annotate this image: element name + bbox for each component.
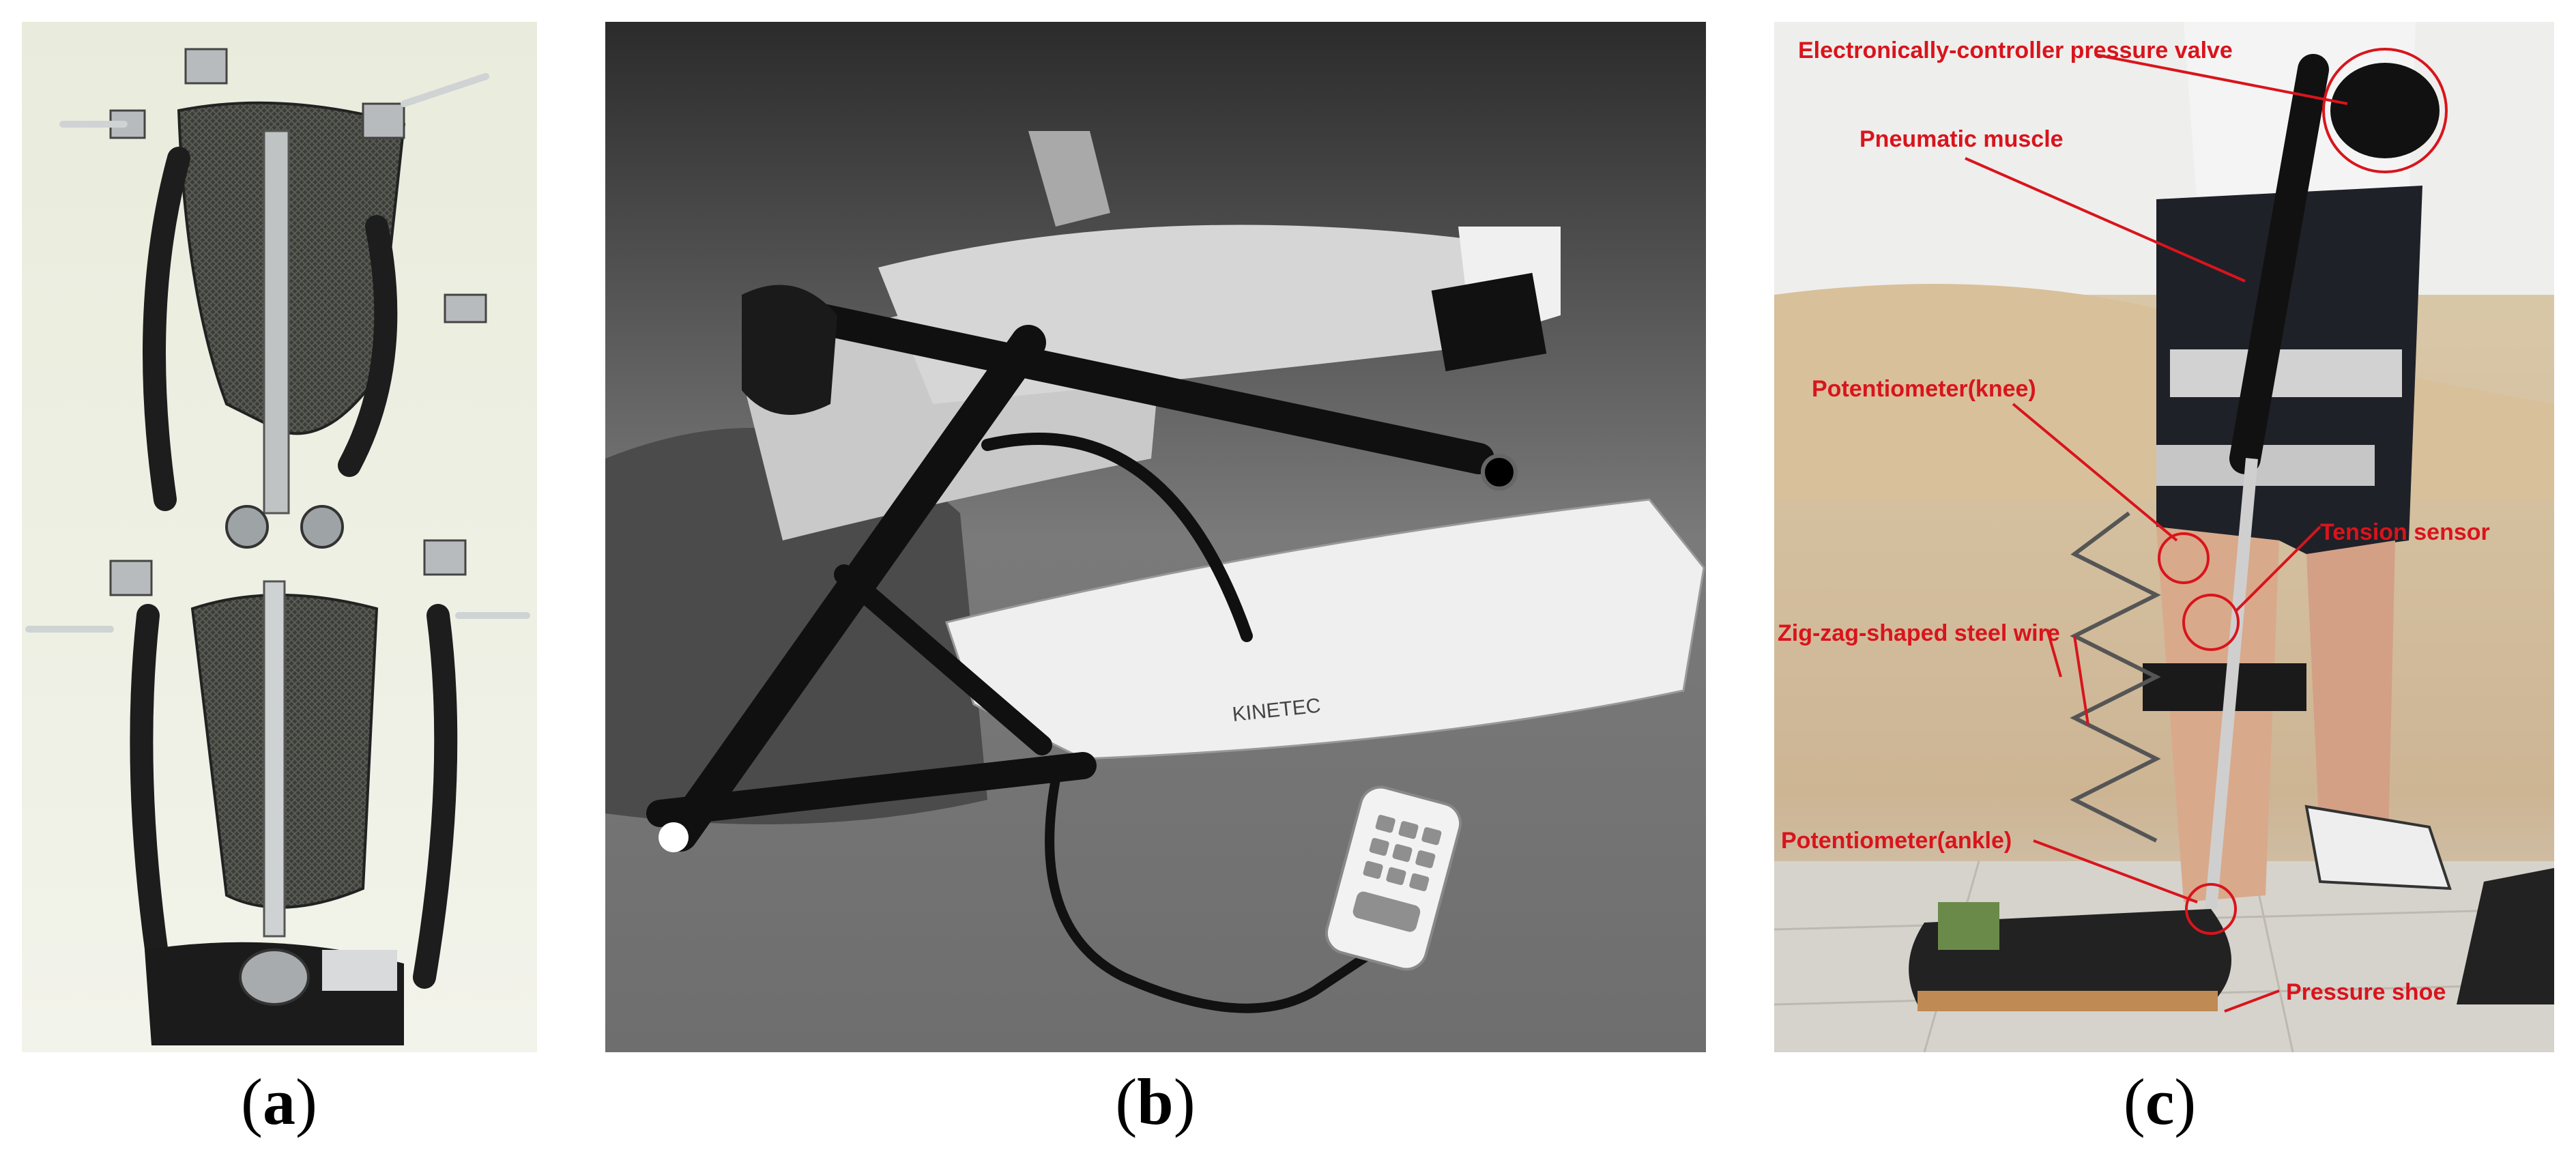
annotation-pneumatic-muscle: Pneumatic muscle (1859, 126, 2064, 152)
caption-a-close: ) (295, 1065, 317, 1138)
annotation-zigzag-wire: Zig-zag-shaped steel wire (1778, 620, 2060, 646)
cpm-machine-photo: KINETEC (605, 22, 1706, 1052)
annotation-pressure-valve: Electronically-controller pressure valve (1798, 38, 2233, 63)
caption-b-close: ) (1173, 1065, 1196, 1138)
caption-c-close: ) (2174, 1065, 2197, 1138)
caption-b-letter: b (1137, 1065, 1174, 1138)
caption-a-letter: a (263, 1065, 295, 1138)
annotation-potentiometer-ankle: Potentiometer(ankle) (1781, 828, 2012, 854)
caption-a-open: ( (241, 1065, 263, 1138)
caption-b-open: ( (1115, 1065, 1138, 1138)
caption-c-letter: c (2145, 1065, 2175, 1138)
caption-c-open: ( (2123, 1065, 2145, 1138)
annotation-potentiometer-knee: Potentiometer(knee) (1812, 376, 2036, 402)
caption-b: (b) (1053, 1065, 1258, 1140)
cpm-machine-illustration: KINETEC (605, 22, 1706, 1052)
annotation-pressure-shoe: Pressure shoe (2286, 979, 2446, 1005)
annotation-tension-sensor: Tension sensor (2320, 519, 2490, 545)
orthosis-illustration (22, 22, 537, 1052)
exoskeleton-illustration (1774, 22, 2554, 1052)
exoskeleton-photo: Electronically-controller pressure valve… (1774, 22, 2554, 1052)
orthosis-photo (22, 22, 537, 1052)
caption-a: (a) (177, 1065, 381, 1140)
caption-c: (c) (2057, 1065, 2262, 1140)
